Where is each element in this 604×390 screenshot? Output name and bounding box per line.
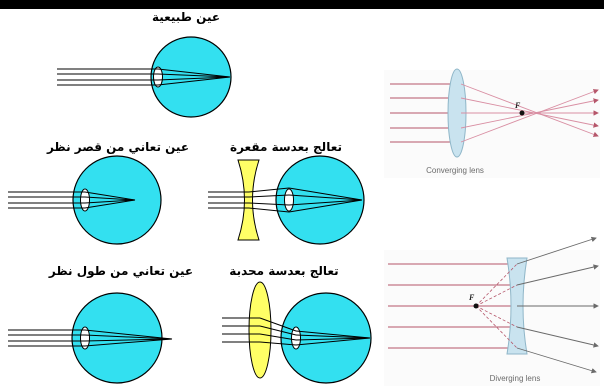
top-bar xyxy=(0,0,604,9)
hyperopia-treated-label: تعالج بعدسة محدبة xyxy=(229,264,338,278)
converging-caption: Converging lens xyxy=(426,166,484,175)
diverging-photo-background xyxy=(384,250,600,386)
converging-photo-background xyxy=(384,70,600,178)
diverging-lens-figure: F Diverging lens xyxy=(384,236,600,386)
converging-focal-label: F xyxy=(514,101,521,110)
myopia-treated-label: تعالج بعدسة مقعرة xyxy=(230,140,342,154)
normal-eye-label: عين طبيعية xyxy=(152,10,220,24)
normal-eye-rays xyxy=(57,68,231,86)
normal-eye-diagram: عين طبيعية xyxy=(57,10,232,118)
diverging-incoming-rays xyxy=(388,263,512,349)
hyperopia-eye-diagram: عين تعاني من طول نظر xyxy=(8,264,193,384)
diverging-focal-label: F xyxy=(468,293,475,302)
myopia-eye-rays xyxy=(8,191,136,209)
convex-corrective-lens xyxy=(248,281,272,379)
diverging-focal-point xyxy=(473,303,479,309)
hyperopia-eye-rays xyxy=(8,329,173,347)
myopia-eye-label: عين تعاني من قصر نظر xyxy=(46,140,189,154)
normal-eye-eyeball xyxy=(150,36,232,118)
myopia-eye-diagram: عين تعاني من قصر نظر xyxy=(8,140,189,245)
hyperopia-treated-diagram: تعالج بعدسة محدبة xyxy=(222,264,372,384)
myopia-treated-diagram: تعالج بعدسة مقعرة xyxy=(208,140,365,245)
myopia-treated-lens xyxy=(284,188,294,212)
myopia-treated-rays xyxy=(208,187,363,213)
diverging-refracted-rays xyxy=(516,236,599,374)
hyperopia-treated-rays xyxy=(222,317,371,346)
myopia-eye-lens xyxy=(80,188,90,212)
hyperopia-eye-lens xyxy=(80,326,90,350)
hyperopia-treated-lens xyxy=(291,326,301,350)
diverging-virtual-rays xyxy=(475,263,518,349)
hyperopia-eye-label: عين تعاني من طول نظر xyxy=(48,264,193,279)
concave-corrective-lens xyxy=(237,159,260,241)
myopia-treated-eyeball xyxy=(275,155,365,245)
diverging-caption: Diverging lens xyxy=(490,374,541,383)
converging-lens-figure: F Converging lens xyxy=(384,68,600,178)
converging-focal-point xyxy=(519,110,525,116)
normal-eye-lens xyxy=(153,66,163,88)
converging-refracted-rays xyxy=(460,83,599,143)
myopia-eye-eyeball xyxy=(72,155,162,245)
converging-incoming-rays xyxy=(390,83,455,143)
